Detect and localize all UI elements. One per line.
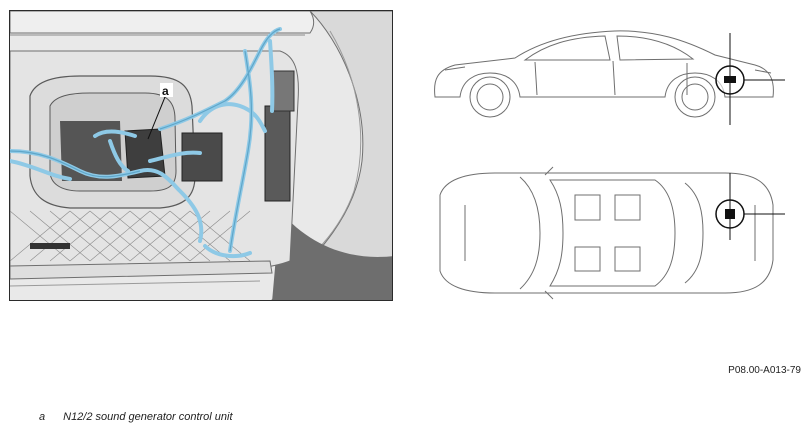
callout-a-leader	[147, 96, 166, 140]
callout-a-label: a	[162, 84, 169, 98]
side-view-location-marker	[715, 33, 785, 125]
figure-reference-code: P08.00-A013-79	[728, 365, 801, 376]
trunk-detail-illustration: a	[9, 10, 393, 301]
vehicle-side-view-locator	[434, 30, 785, 125]
top-view-location-marker	[715, 173, 785, 240]
legend-text: N12/2 sound generator control unit	[63, 411, 233, 423]
legend: a N12/2 sound generator control unit	[39, 411, 233, 423]
trunk-detail-drawing: a	[10, 11, 392, 300]
legend-key: a	[39, 411, 46, 423]
callout-a-background	[160, 83, 173, 97]
vehicle-top-view-locator	[439, 166, 785, 300]
